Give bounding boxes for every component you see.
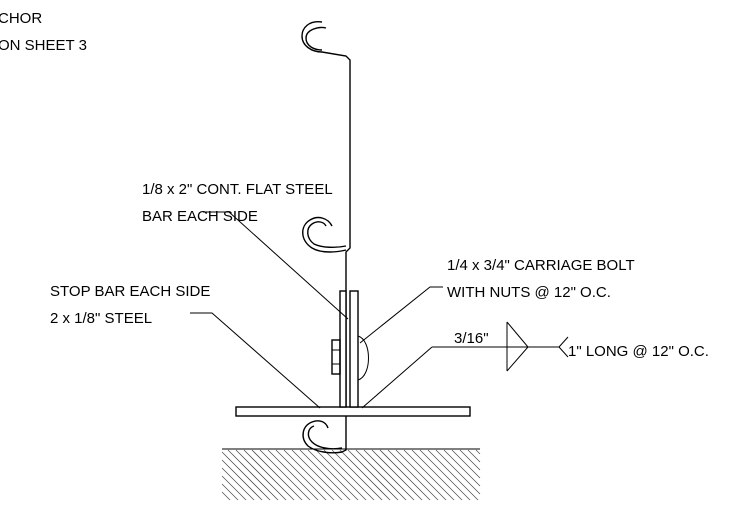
stop-bar-note-line2: 2 x 1/8" STEEL — [50, 310, 152, 327]
hatch-line — [419, 449, 471, 501]
stop-bar-note-line1: STOP BAR EACH SIDE — [50, 283, 210, 300]
hatch-line — [411, 449, 463, 501]
hatch-line — [323, 449, 375, 501]
hatch-line — [221, 459, 263, 501]
flat-bar-left — [339, 290, 347, 408]
flat-bar-leader — [203, 211, 349, 320]
hatch-line — [459, 449, 481, 471]
hatch-line — [331, 449, 383, 501]
carriage-bolt-icon — [331, 335, 369, 381]
weld-size-label: 3/16" — [454, 330, 489, 347]
middle-hook-inner — [307, 221, 347, 249]
hatch-line — [379, 449, 431, 501]
bolt-note-line1: 1/4 x 3/4" CARRIAGE BOLT — [447, 257, 635, 274]
ground-hatch — [221, 448, 481, 501]
hatch-line — [259, 449, 311, 501]
hatch-line — [395, 449, 447, 501]
weld-symbol — [361, 321, 569, 409]
anchor-note-line2: ON SHEET 3 — [0, 37, 87, 54]
middle-hook — [302, 216, 347, 253]
hatch-line — [267, 449, 319, 501]
flat-bar-note-line1: 1/8 x 2" CONT. FLAT STEEL — [142, 181, 333, 198]
hatch-line — [221, 451, 271, 501]
bolt-leader — [359, 286, 443, 344]
sheet-profile-inner — [305, 26, 327, 51]
hatch-line — [371, 449, 423, 501]
hatch-line — [251, 449, 303, 501]
hatch-line — [221, 467, 255, 501]
hatch-line — [275, 449, 327, 501]
hatch-line — [363, 449, 415, 501]
weld-length-note: 1" LONG @ 12" O.C. — [568, 343, 709, 360]
hatch-line — [467, 449, 481, 463]
bottom-hook-inner — [307, 425, 343, 450]
sheet-profile — [301, 21, 351, 453]
anchor-note-line1: CHOR — [0, 10, 42, 27]
hatch-line — [427, 449, 479, 501]
hatch-line — [221, 491, 231, 501]
hatch-line — [355, 449, 407, 501]
hatch-line — [227, 449, 279, 501]
hatch-line — [235, 449, 287, 501]
hatch-line — [283, 449, 335, 501]
hatch-line — [403, 449, 455, 501]
stop-bar-leader — [190, 312, 321, 409]
hatch-line — [221, 475, 247, 501]
hatch-line — [347, 449, 399, 501]
flat-bar-right — [349, 290, 359, 408]
hatch-line — [307, 449, 359, 501]
hatch-line — [443, 449, 481, 487]
hatch-line — [339, 449, 391, 501]
hatch-line — [387, 449, 439, 501]
hatch-line — [243, 449, 295, 501]
hatch-line — [299, 449, 351, 501]
hatch-line — [475, 449, 481, 455]
bottom-hook — [302, 420, 343, 454]
hatch-line — [315, 449, 367, 501]
hatch-line — [451, 449, 481, 479]
hatch-line — [435, 449, 481, 495]
hatch-line — [221, 483, 239, 501]
hatch-line — [291, 449, 343, 501]
base-plate — [235, 406, 471, 417]
bolt-note-line2: WITH NUTS @ 12" O.C. — [447, 284, 611, 301]
